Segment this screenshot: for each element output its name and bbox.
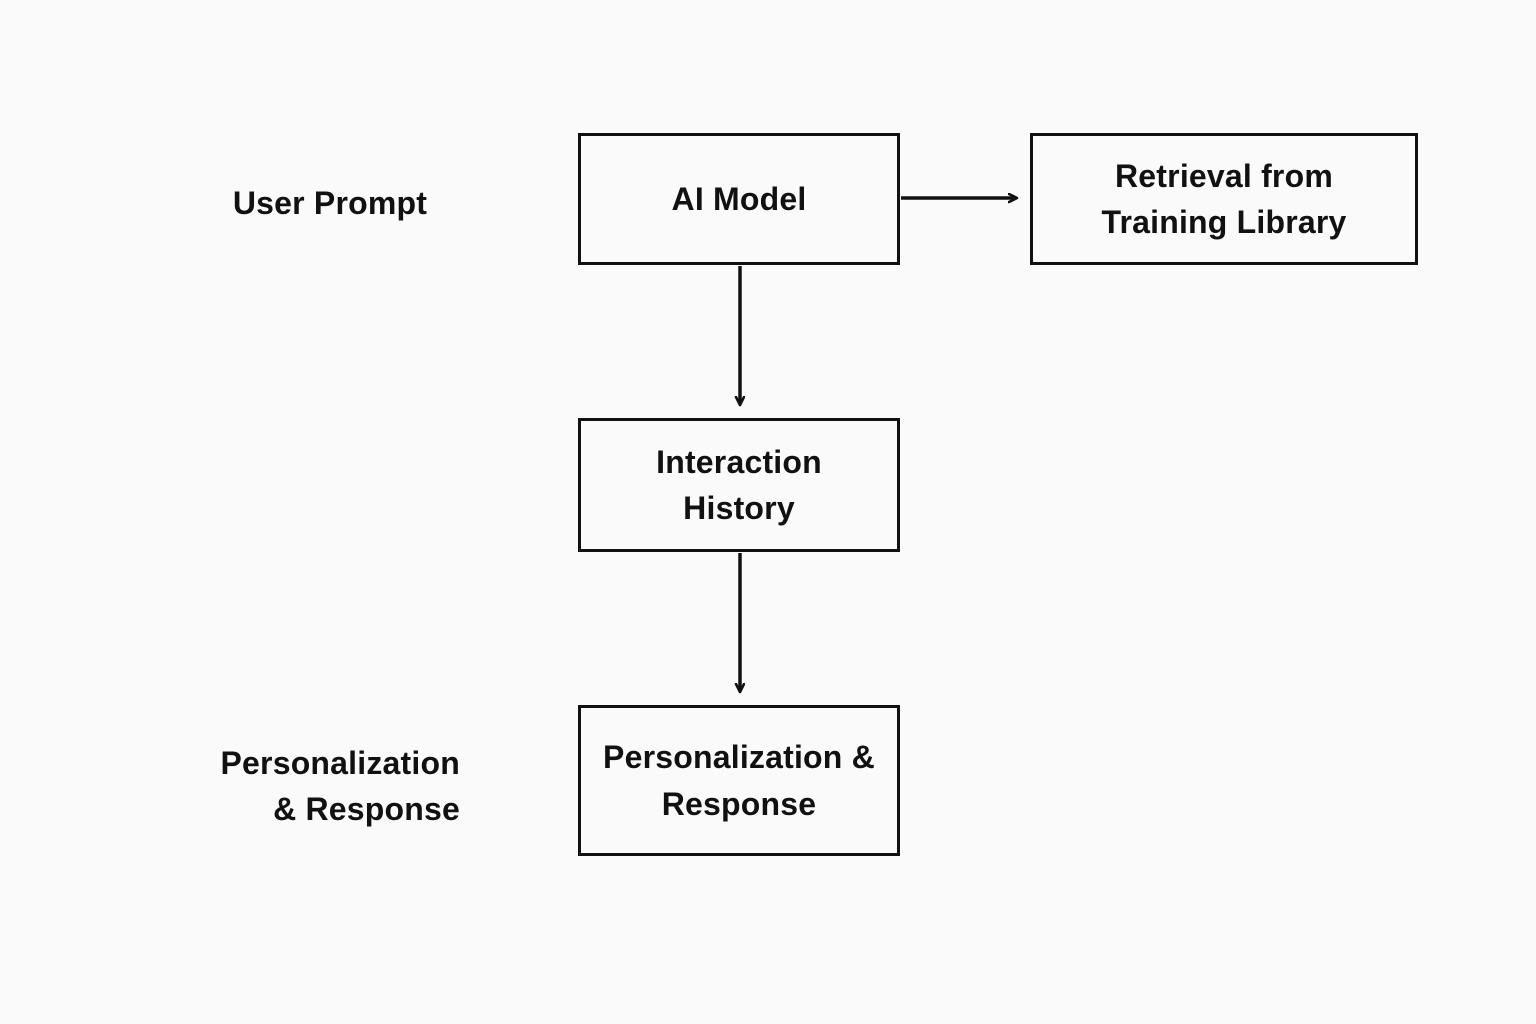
label-user-prompt: User Prompt bbox=[232, 185, 428, 221]
node-personalization-response-label: Personalization & Response bbox=[603, 739, 875, 822]
node-interaction-history: Interaction History bbox=[578, 418, 900, 552]
node-retrieval-from-training-library: Retrieval from Training Library bbox=[1030, 133, 1418, 265]
node-personalization-response: Personalization & Response bbox=[578, 705, 900, 856]
node-interaction-history-label: Interaction History bbox=[656, 443, 822, 526]
label-personalization-response: Personalization & Response bbox=[220, 745, 460, 828]
node-ai-model: AI Model bbox=[578, 133, 900, 265]
node-retrieval-label: Retrieval from Training Library bbox=[1101, 157, 1347, 240]
node-ai-model-label: AI Model bbox=[671, 180, 807, 217]
